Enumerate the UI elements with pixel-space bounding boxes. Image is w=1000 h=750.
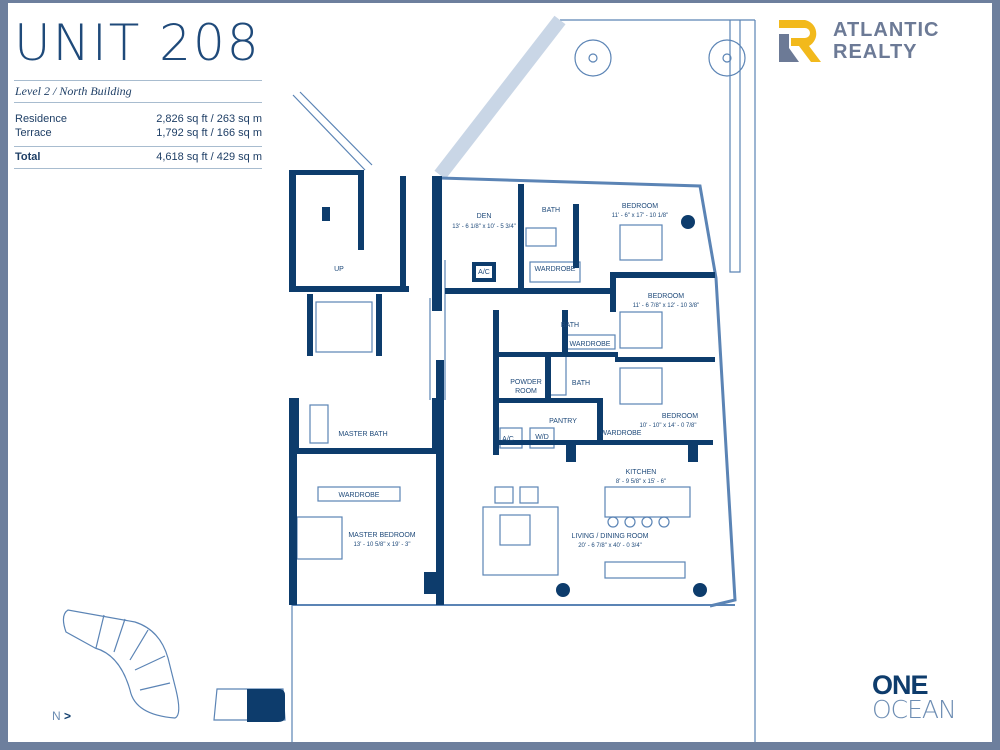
area-row-total: Total 4,618 sq ft / 429 sq m [15,151,262,163]
bathtub [309,404,329,444]
room-name-master-bath: MASTER BATH [338,431,387,438]
area-value: 1,792 sq ft / 166 sq m [156,127,262,139]
column [693,583,707,597]
divider [14,80,262,81]
room-name-den: DEN [477,213,492,220]
kitchen-island [604,486,691,518]
brand-line1: ATLANTIC [833,19,940,41]
room-name-powder: ROOM [515,388,537,395]
room-name-bath: BATH [542,207,560,214]
exterior-glazing [439,176,737,608]
terrace-outline [291,19,756,742]
room-name-wardrobe: WARDROBE [570,341,611,348]
bed [296,516,343,560]
room-name-wardrobe: WARDROBE [601,430,642,437]
north-indicator: N > [52,709,71,723]
total-label: Total [15,151,41,163]
room-dims-master-bedroom: 13' - 10 5/8" x 19' - 3" [354,542,411,548]
unit-highlight [247,689,285,722]
divider [14,168,262,169]
room-dims-kitchen: 8' - 9 5/8" x 15' - 6" [616,479,666,485]
room-name-wardrobe: WARDROBE [535,266,576,273]
room-name-pantry: PANTRY [549,418,577,425]
planter-strip [729,20,741,273]
total-value: 4,618 sq ft / 429 sq m [156,151,262,163]
room-dims-den: 13' - 6 1/8" x 10' - 5 3/4" [452,224,516,230]
room-dims-bedroom: 11' - 6" x 17' - 10 1/8" [612,213,668,219]
room-name-bedroom: BEDROOM [622,203,658,210]
room-labels: DEN 13' - 6 1/8" x 10' - 5 3/4" BATH BED… [334,203,699,549]
room-name-powder: POWDER [510,379,542,386]
stair-label: UP [334,266,344,273]
room-name-ac: A/C [502,436,514,443]
area-label: Residence [15,113,67,125]
bed [619,224,663,261]
column [556,583,570,597]
room-name-master-bedroom: MASTER BEDROOM [348,532,415,539]
area-value: 2,826 sq ft / 263 sq m [156,113,262,125]
bathtub [525,227,557,247]
north-label: N [52,709,61,723]
brand-line2: REALTY [833,41,918,63]
one-ocean-logo-top: ONE [872,670,929,700]
planter-walkway [434,15,566,180]
door-swing [429,260,446,400]
coffee-table [499,514,531,546]
level-label: Level 2 / North Building [15,84,132,98]
room-name-bedroom: BEDROOM [662,413,698,420]
room-name-bath: BATH [561,322,579,329]
divider [14,146,262,147]
master-wardrobe-box [317,486,401,502]
area-label: Terrace [15,127,52,139]
area-row-residence: Residence 2,826 sq ft / 263 sq m [15,113,262,125]
planter-left [292,91,373,171]
divider [14,102,262,103]
room-name-wd: W/D [535,434,549,441]
room-name-living: LIVING / DINING ROOM [571,533,648,540]
room-name-ac: A/C [478,269,490,276]
room-name-bath: BATH [572,380,590,387]
bathtub [549,354,567,396]
room-name-bedroom: BEDROOM [648,293,684,300]
bed [619,311,663,349]
room-name-wardrobe: WARDROBE [339,492,380,499]
unit-title: UNIT 208 [14,14,261,72]
dining-table [604,561,686,579]
floorplan-sheet [8,3,992,742]
atlantic-realty-logo: ATLANTIC REALTY [777,18,940,64]
wardrobe-box [529,261,581,283]
ar-logo-icon [779,20,821,62]
tree-icon [708,39,746,77]
room-dims-bedroom: 10' - 10" x 14' - 0 7/8" [640,423,697,429]
column [681,215,695,229]
elevator [315,301,373,353]
room-dims-living: 20' - 6 7/8" x 40' - 0 3/4" [578,543,642,549]
one-ocean-logo-bottom: OCEAN [872,695,957,724]
room-dims-bedroom: 11' - 6 7/8" x 12' - 10 3/8" [633,303,699,309]
tree-icon [574,39,612,77]
north-arrow-icon: > [64,709,72,723]
area-row-terrace: Terrace 1,792 sq ft / 166 sq m [15,127,262,139]
bed [619,367,663,405]
walls [289,170,715,605]
sofa [482,506,559,576]
room-name-kitchen: KITCHEN [626,469,657,476]
